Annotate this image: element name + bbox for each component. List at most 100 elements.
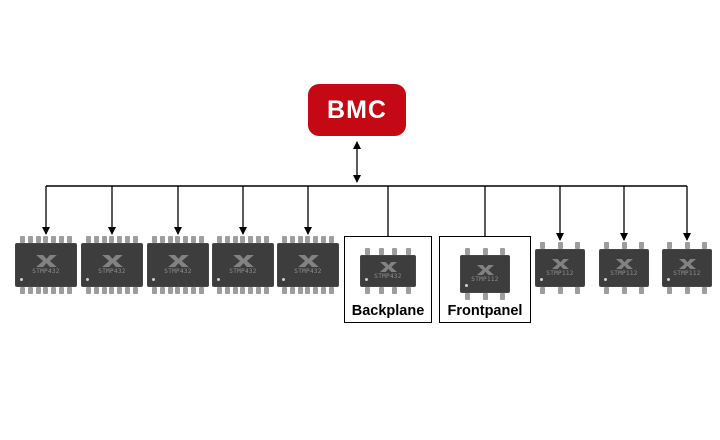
chip-pins-bottom	[535, 287, 585, 294]
chip-pin	[232, 236, 238, 243]
chip-pin	[167, 236, 173, 243]
chip-pin	[321, 287, 327, 294]
chip-pin	[109, 287, 115, 294]
chip-logo-icon	[615, 259, 633, 269]
chip-logo-icon	[551, 259, 569, 269]
chip-label: STMP432	[32, 268, 60, 275]
pin1-dot	[604, 278, 607, 281]
chip-logo-icon	[232, 255, 254, 267]
chip-logo-icon	[297, 255, 319, 267]
chip-pin	[27, 287, 33, 294]
chip-pin	[183, 236, 189, 243]
chip-stmp112: STMP112	[662, 242, 712, 294]
chip-pin	[482, 293, 488, 300]
chip-pin	[557, 287, 563, 294]
chip-pins-bottom	[147, 287, 209, 294]
chip-body: STMP432	[212, 243, 274, 287]
chip-pins-bottom	[15, 287, 77, 294]
chip-pin	[482, 248, 488, 255]
chip-pin	[604, 287, 609, 294]
chip-pin	[365, 287, 370, 294]
chip-pin	[365, 248, 370, 255]
chip-body: STMP432	[360, 255, 416, 287]
chip-stmp432: STMP432	[147, 236, 209, 294]
chip-pin	[224, 236, 230, 243]
pin1-dot	[20, 278, 23, 281]
chip-logo-icon	[678, 259, 696, 269]
chip-pin	[86, 236, 91, 243]
chip-body: STMP432	[147, 243, 209, 287]
pin1-dot	[217, 278, 220, 281]
chip-pin	[297, 287, 303, 294]
chip-pin	[540, 287, 545, 294]
chip-logo-icon	[35, 255, 57, 267]
chip-stmp432: STMP432	[15, 236, 77, 294]
chip-pins-top	[599, 242, 649, 249]
chip-pin	[256, 287, 262, 294]
chip-pins-top	[460, 248, 510, 255]
chip-pin	[328, 287, 334, 294]
chip-pin	[465, 293, 470, 300]
chip-pin	[248, 236, 254, 243]
pin1-dot	[86, 278, 89, 281]
chip-pin	[109, 236, 115, 243]
backplane-label: Backplane	[351, 303, 425, 319]
chip-pin	[604, 242, 609, 249]
chip-pin	[20, 236, 25, 243]
chip-body: STMP112	[662, 249, 712, 287]
chip-pin	[621, 242, 627, 249]
chip-pin	[500, 248, 505, 255]
chip-pin	[240, 236, 246, 243]
chip-pin	[282, 236, 287, 243]
chip-pin	[198, 236, 204, 243]
bmc-node: BMC	[308, 84, 406, 136]
chip-body: STMP112	[460, 255, 510, 293]
chip-pin	[297, 236, 303, 243]
chip-stmp112: STMP112	[535, 242, 585, 294]
chip-pins-bottom	[360, 287, 416, 294]
chip-pin	[328, 236, 334, 243]
chip-pin	[152, 287, 157, 294]
chip-pin	[378, 248, 384, 255]
chip-pin	[392, 248, 398, 255]
chip-logo-icon	[379, 262, 397, 272]
chip-pins-top	[15, 236, 77, 243]
chip-pin	[86, 287, 91, 294]
chip-pin	[191, 287, 197, 294]
chip-label: STMP432	[164, 268, 192, 275]
chip-pin	[263, 287, 269, 294]
chip-pins-top	[212, 236, 274, 243]
chip-pins-bottom	[277, 287, 339, 294]
chip-pin	[405, 287, 411, 294]
chip-pin	[217, 287, 222, 294]
chip-pin	[183, 287, 189, 294]
chip-body: STMP432	[15, 243, 77, 287]
chip-pin	[51, 236, 57, 243]
chip-pin	[263, 236, 269, 243]
chip-pin	[289, 236, 295, 243]
pin1-dot	[152, 278, 155, 281]
chip-pin	[66, 236, 72, 243]
chip-pin	[101, 236, 107, 243]
chip-logo-icon	[167, 255, 189, 267]
chip-pin	[667, 287, 672, 294]
chip-pins-top	[535, 242, 585, 249]
bmc-label: BMC	[327, 95, 387, 124]
chip-body: STMP112	[535, 249, 585, 287]
chip-pin	[378, 287, 384, 294]
chip-pins-top	[360, 248, 416, 255]
frontpanel-label: Frontpanel	[447, 303, 523, 319]
chip-pin	[282, 287, 287, 294]
chip-pin	[117, 287, 123, 294]
chip-logo-icon	[101, 255, 123, 267]
chip-pin	[93, 287, 99, 294]
chip-label: STMP432	[294, 268, 322, 275]
pin1-dot	[282, 278, 285, 281]
chip-pins-bottom	[460, 293, 510, 300]
pin1-dot	[365, 278, 368, 281]
chip-pin	[702, 287, 707, 294]
chip-body: STMP432	[81, 243, 143, 287]
chip-pin	[175, 236, 181, 243]
chip-pin	[59, 287, 65, 294]
